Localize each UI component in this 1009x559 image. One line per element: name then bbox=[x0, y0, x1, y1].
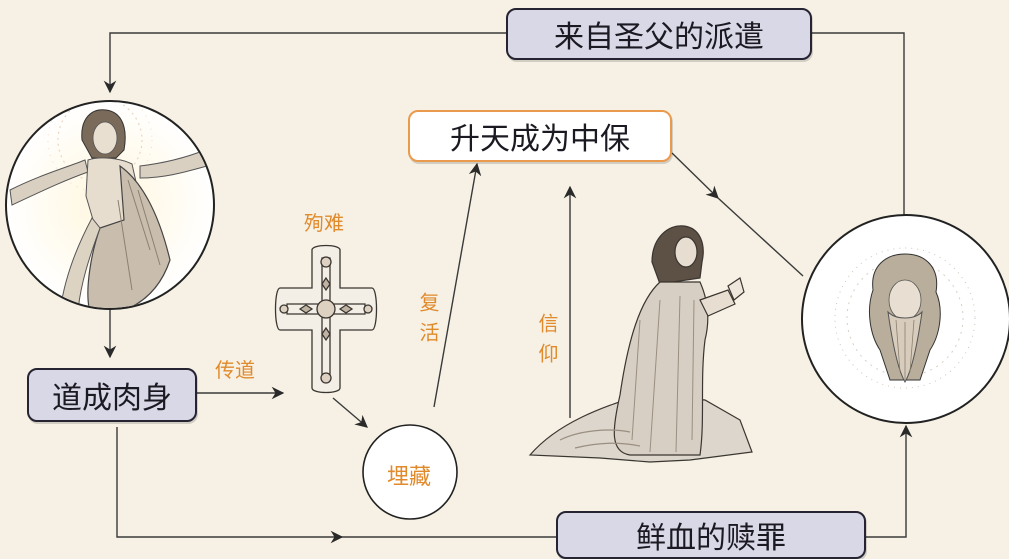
line-to-father bbox=[717, 197, 804, 277]
arrow-resurrection bbox=[433, 162, 482, 408]
burial-node bbox=[362, 424, 458, 520]
connector-lines bbox=[103, 32, 913, 544]
resurrection-label: 复活 bbox=[416, 292, 440, 352]
martyrdom-label: 殉难 bbox=[304, 211, 344, 235]
kneeling-figure-icon bbox=[528, 225, 753, 463]
arrow-sent-to-christ bbox=[812, 32, 905, 215]
arrow-ascension-to-father bbox=[671, 152, 719, 199]
christ-portrait-icon bbox=[5, 100, 215, 310]
arrow-blood-to-father bbox=[866, 424, 913, 538]
arrow-cross-to-burial bbox=[332, 397, 368, 428]
arrow-sent-to-christ-left bbox=[103, 32, 506, 94]
burial-label: 埋藏 bbox=[387, 465, 432, 490]
blood-atonement-box: 鲜血的赎罪 bbox=[556, 511, 866, 559]
incarnation-box: 道成肉身 bbox=[27, 368, 197, 422]
ascension-box: 升天成为中保 bbox=[408, 110, 672, 162]
preaching-label: 传道 bbox=[215, 358, 255, 382]
arrow-incarnation-to-blood bbox=[116, 427, 344, 544]
cross-icon bbox=[274, 244, 378, 394]
father-portrait-icon bbox=[801, 214, 1009, 424]
sent-by-father-box: 来自圣父的派遣 bbox=[506, 8, 812, 60]
faith-label: 信仰 bbox=[535, 313, 559, 373]
